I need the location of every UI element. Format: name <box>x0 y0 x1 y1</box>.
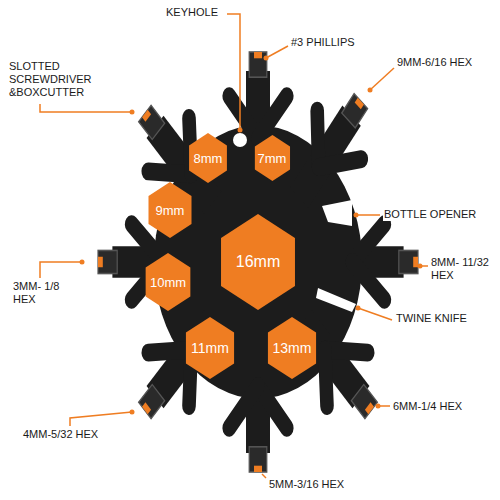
size-label: 7mm <box>258 151 287 166</box>
callout-label: 6MM-1/4 HEX <box>392 400 494 413</box>
twine-knife-slot <box>316 288 356 312</box>
hex-wrench-size: 10mm <box>142 253 194 311</box>
snowflake-body <box>98 52 418 472</box>
hex-wrench-size: 16mm <box>215 214 301 310</box>
callout-label: #3 PHILLIPS <box>290 36 382 49</box>
callout-label: KEYHOLE <box>165 6 227 19</box>
callout-label: 9MM-6/16 HEX <box>396 56 498 69</box>
callout-label: BOTTLE OPENER <box>383 208 485 221</box>
callout-label: TWINE KNIFE <box>395 312 497 325</box>
keyhole <box>233 133 247 147</box>
callout-label: 8MM- 11/32 HEX <box>430 256 494 282</box>
hex-wrench-size: 13mm <box>264 317 320 379</box>
hex-wrench-size: 7mm <box>252 135 293 181</box>
size-label: 11mm <box>191 340 229 356</box>
size-label: 9mm <box>156 203 185 218</box>
size-label: 13mm <box>273 340 312 356</box>
callout-label: 5MM-3/16 HEX <box>268 478 380 491</box>
size-label: 16mm <box>236 253 280 271</box>
callout-label: 4MM-5/32 HEX <box>22 428 134 441</box>
bottle-opener-notch <box>322 200 352 226</box>
size-label: 10mm <box>150 275 186 290</box>
hex-wrench-size: 8mm <box>186 133 230 183</box>
callout-label: 3MM- 1/8 HEX <box>12 280 70 306</box>
callout-label: SLOTTED SCREWDRIVER &BOXCUTTER <box>8 60 110 99</box>
hex-wrench-size: 9mm <box>145 182 195 238</box>
size-label: 8mm <box>194 151 223 166</box>
hex-wrench-size: 11mm <box>182 317 238 379</box>
leader-dots <box>80 56 423 415</box>
